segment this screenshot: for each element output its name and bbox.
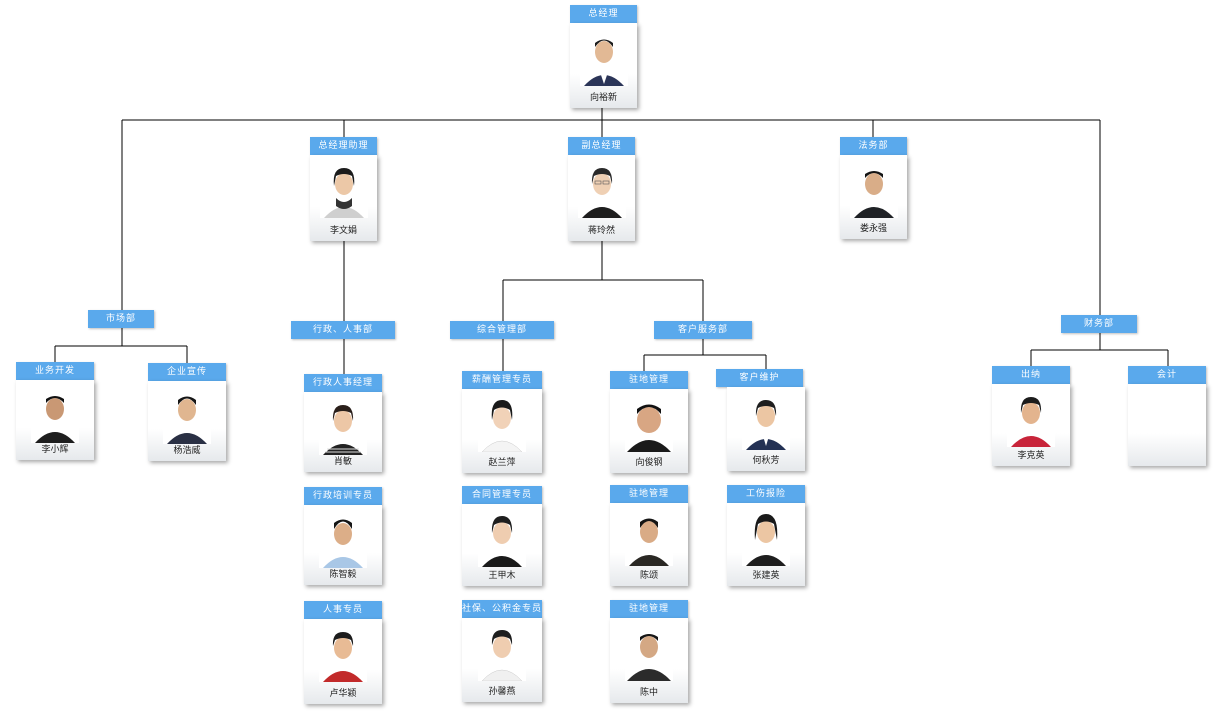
person-name: 娄永强 bbox=[859, 224, 887, 234]
person-name: 李文娟 bbox=[329, 226, 357, 236]
person-photo-icon bbox=[577, 162, 626, 218]
node-title-admin-hr-manager: 行政人事经理 bbox=[304, 374, 382, 392]
person-photo-icon bbox=[478, 625, 526, 681]
person-photo-icon bbox=[319, 162, 368, 218]
node-card-cashier: 李克英 bbox=[992, 384, 1070, 466]
node-title-work-injury: 工伤报险 bbox=[727, 485, 805, 503]
node-card-site-management-2: 陈颂 bbox=[610, 503, 688, 586]
person-name: 向俊钢 bbox=[635, 458, 663, 468]
node-card-site-management-1: 向俊钢 bbox=[610, 389, 688, 473]
person-photo-icon bbox=[849, 162, 898, 218]
node-card-admin-training: 陈智毅 bbox=[304, 505, 382, 585]
person-photo-icon bbox=[478, 396, 526, 452]
node-card-promotion: 杨浩威 bbox=[148, 381, 226, 461]
node-title-hr-specialist: 人事专员 bbox=[304, 601, 382, 619]
node-card-hr-specialist: 卢华颖 bbox=[304, 619, 382, 704]
person-name: 蒋玲然 bbox=[587, 226, 615, 236]
person-name: 向裕新 bbox=[589, 93, 617, 103]
node-title-social-security: 社保、公积金专员 bbox=[462, 600, 542, 618]
node-card-contract-specialist: 王甲木 bbox=[462, 504, 542, 586]
node-title-legal: 法务部 bbox=[840, 137, 907, 155]
node-card-social-security: 孙馨燕 bbox=[462, 618, 542, 702]
person-name: 杨浩威 bbox=[173, 446, 201, 456]
node-title-business-dev: 业务开发 bbox=[16, 362, 94, 380]
node-card-deputy-gm: 蒋玲然 bbox=[568, 155, 635, 241]
node-title-site-management-2: 驻地管理 bbox=[610, 485, 688, 503]
person-name: 李小辉 bbox=[41, 445, 69, 455]
person-name: 陈颂 bbox=[639, 571, 658, 581]
person-photo-icon bbox=[31, 387, 79, 443]
person-name: 何秋芳 bbox=[752, 456, 780, 466]
node-card-accountant bbox=[1128, 384, 1206, 466]
node-card-site-management-3: 陈中 bbox=[610, 618, 688, 703]
node-title-customer-service-dept: 客户服务部 bbox=[654, 321, 752, 339]
person-photo-icon bbox=[742, 394, 790, 450]
node-title-gm-assistant: 总经理助理 bbox=[310, 137, 377, 155]
person-photo-icon bbox=[319, 626, 367, 682]
node-title-finance-dept: 财务部 bbox=[1061, 315, 1137, 333]
node-title-site-management-3: 驻地管理 bbox=[610, 600, 688, 618]
node-card-legal: 娄永强 bbox=[840, 155, 907, 239]
node-title-salary-specialist: 薪酬管理专员 bbox=[462, 371, 542, 389]
node-title-general-mgmt-dept: 综合管理部 bbox=[450, 321, 554, 339]
person-photo-icon bbox=[625, 625, 673, 681]
person-photo-icon bbox=[163, 388, 211, 444]
node-title-customer-maintenance: 客户维护 bbox=[716, 369, 803, 387]
node-title-cashier: 出纳 bbox=[992, 366, 1070, 384]
node-title-promotion: 企业宣传 bbox=[148, 363, 226, 381]
person-name: 肖敏 bbox=[333, 457, 352, 467]
node-card-gm-assistant: 李文娟 bbox=[310, 155, 377, 241]
person-name: 李克英 bbox=[1017, 451, 1045, 461]
person-photo-icon bbox=[742, 510, 790, 566]
person-name: 陈智毅 bbox=[329, 570, 357, 580]
node-title-site-management-1: 驻地管理 bbox=[610, 371, 688, 389]
node-card-customer-maintenance: 何秋芳 bbox=[727, 387, 805, 471]
person-photo-icon bbox=[319, 512, 367, 568]
node-card-admin-hr-manager: 肖敏 bbox=[304, 392, 382, 472]
person-photo-icon bbox=[1007, 391, 1055, 447]
node-title-admin-hr-dept: 行政、人事部 bbox=[291, 321, 395, 339]
node-card-business-dev: 李小辉 bbox=[16, 380, 94, 460]
person-name: 陈中 bbox=[639, 688, 658, 698]
node-title-market-dept: 市场部 bbox=[88, 310, 154, 328]
person-name: 卢华颖 bbox=[329, 689, 357, 699]
person-photo-icon bbox=[478, 511, 526, 567]
person-photo-icon bbox=[319, 399, 367, 455]
person-name: 赵兰萍 bbox=[488, 458, 516, 468]
person-name: 张建英 bbox=[752, 571, 780, 581]
node-title-accountant: 会计 bbox=[1128, 366, 1206, 384]
node-title-admin-training: 行政培训专员 bbox=[304, 487, 382, 505]
person-photo-icon bbox=[579, 30, 628, 86]
person-name: 孙馨燕 bbox=[488, 687, 516, 697]
node-card-general-manager: 向裕新 bbox=[570, 23, 637, 108]
person-photo-icon bbox=[625, 510, 673, 566]
node-title-contract-specialist: 合同管理专员 bbox=[462, 486, 542, 504]
node-card-work-injury: 张建英 bbox=[727, 503, 805, 586]
node-title-general-manager: 总经理 bbox=[570, 5, 637, 23]
person-photo-icon bbox=[625, 396, 673, 452]
node-title-deputy-gm: 副总经理 bbox=[568, 137, 635, 155]
node-card-salary-specialist: 赵兰萍 bbox=[462, 389, 542, 473]
person-name: 王甲木 bbox=[488, 571, 516, 581]
